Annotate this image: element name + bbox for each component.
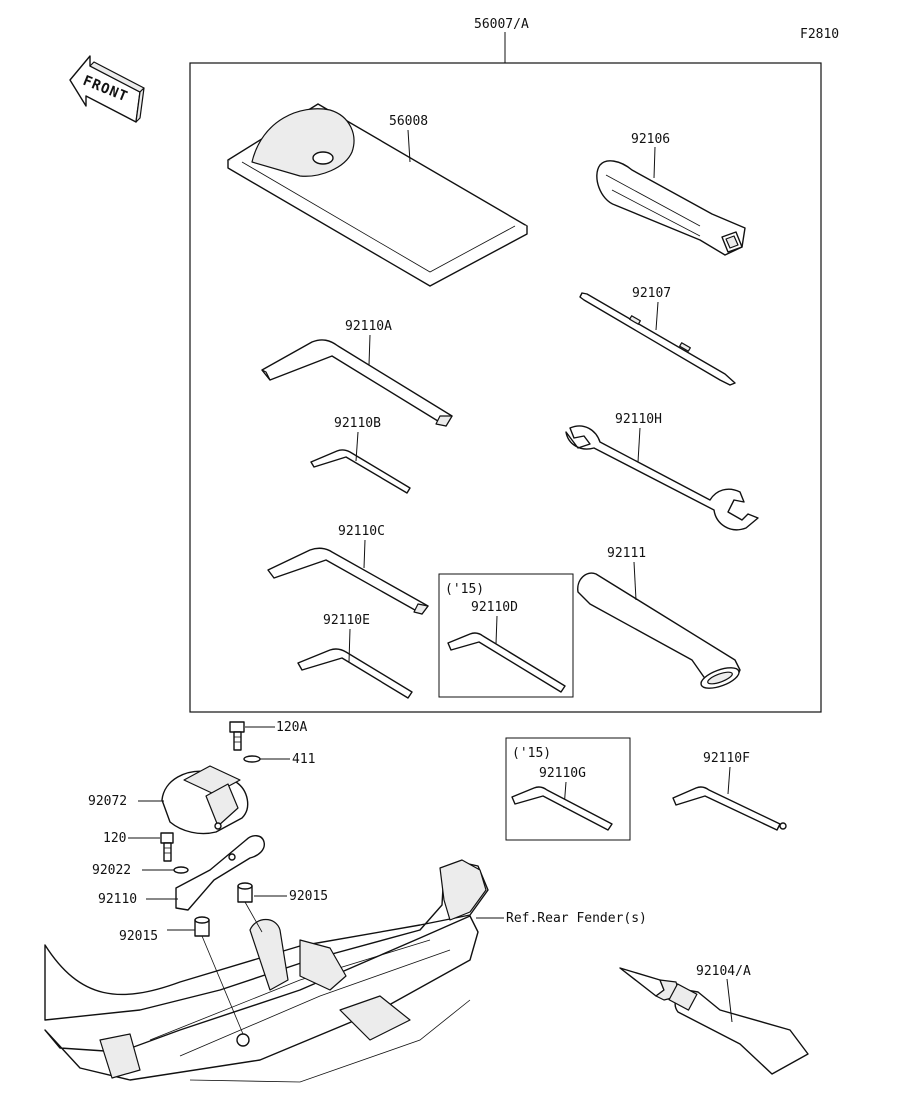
bracket-92110	[175, 835, 265, 911]
label-92015-left: 92015	[119, 929, 158, 944]
collar-92015-left	[194, 916, 210, 937]
label-92072: 92072	[88, 794, 127, 809]
label-411: 411	[292, 752, 315, 767]
label-56008: 56008	[389, 114, 428, 129]
label-120: 120	[103, 831, 126, 846]
label-92110: 92110	[98, 892, 137, 907]
hex-key-92110C	[267, 547, 429, 615]
figure-code: F2810	[800, 27, 839, 42]
label-92110E: 92110E	[323, 613, 370, 628]
holder-cover-92072	[161, 765, 249, 835]
washer-411	[243, 755, 261, 763]
label-92110A: 92110A	[345, 319, 392, 334]
washer-92022	[173, 866, 189, 874]
hex-key-92110B	[310, 449, 411, 494]
label-92110B: 92110B	[334, 416, 381, 431]
hex-key-92110F	[672, 786, 787, 831]
screwdriver-bit-92107	[579, 292, 736, 386]
year-label-g: ('15)	[512, 746, 551, 761]
collar-92015-right	[237, 882, 253, 903]
label-92104A: 92104/A	[696, 964, 751, 979]
label-92110G: 92110G	[539, 766, 586, 781]
label-92110F: 92110F	[703, 751, 750, 766]
bolt-120	[160, 832, 174, 862]
label-92110C: 92110C	[338, 524, 385, 539]
kit-label: 56007/A	[474, 17, 529, 32]
tool-bag-56008	[227, 103, 528, 287]
label-92110H: 92110H	[615, 412, 662, 427]
hex-key-92110D	[447, 632, 566, 693]
rear-fender-structure	[44, 859, 489, 1083]
label-reference: Ref.Rear Fender(s)	[506, 911, 647, 926]
front-arrow-icon: FRONT	[69, 55, 145, 123]
bar-92111	[577, 572, 741, 689]
label-92106: 92106	[631, 132, 670, 147]
hex-key-92110G	[511, 786, 613, 831]
hex-key-92110E	[297, 648, 413, 699]
wrench-92110H	[565, 425, 759, 531]
label-92111: 92111	[607, 546, 646, 561]
label-92110D: 92110D	[471, 600, 518, 615]
screwdriver-handle-92106	[596, 160, 746, 256]
label-92107: 92107	[632, 286, 671, 301]
label-92015-right: 92015	[289, 889, 328, 904]
label-120A: 120A	[276, 720, 307, 735]
tool-kit-box	[189, 62, 822, 713]
label-92022: 92022	[92, 863, 131, 878]
year-box-92110D	[438, 573, 574, 698]
year-box-92110G	[505, 737, 631, 841]
hex-key-92110A	[261, 339, 453, 427]
year-label-d: ('15)	[445, 582, 484, 597]
grease-tube-92104A	[668, 983, 809, 1075]
bolt-120A	[229, 721, 245, 751]
